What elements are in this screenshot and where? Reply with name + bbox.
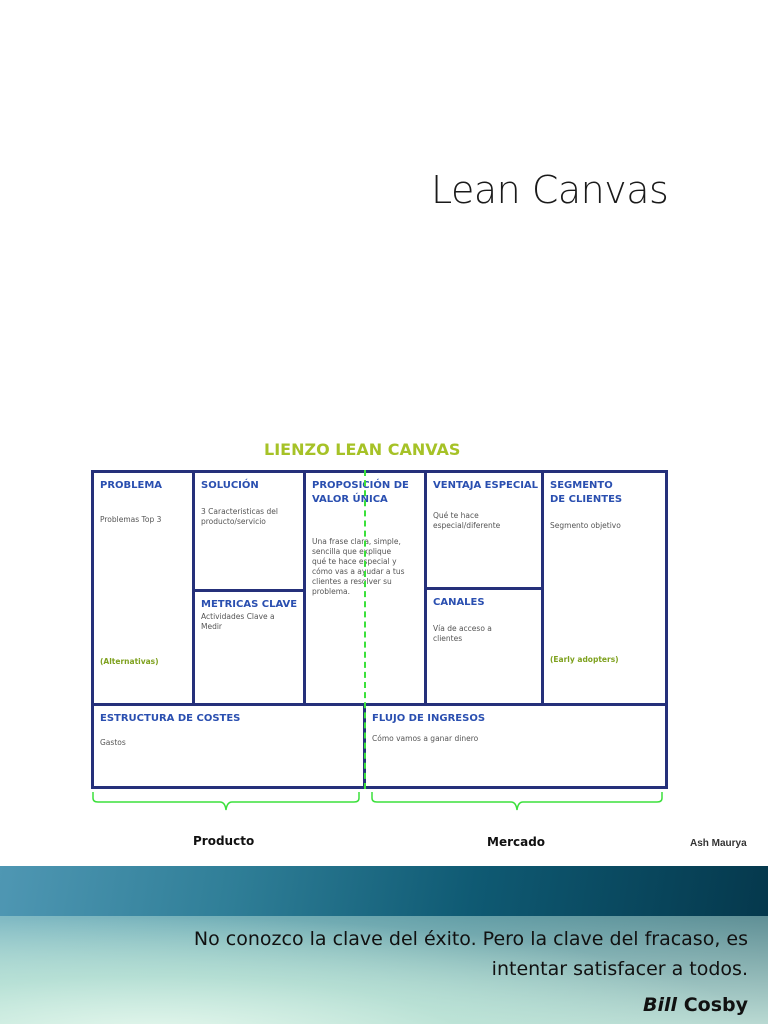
ventaja-text-2: especial/diferente: [433, 521, 501, 530]
cell-problema: PROBLEMA Problemas Top 3 (Alternativas): [91, 470, 195, 706]
solucion-text-1: 3 Caracteristicas del: [201, 507, 278, 516]
cell-solucion: SOLUCIÓN 3 Caracteristicas del producto/…: [192, 470, 306, 592]
propuesta-text-6: problema.: [312, 587, 351, 596]
lean-canvas: PROBLEMA Problemas Top 3 (Alternativas) …: [91, 470, 668, 789]
problema-text: Problemas Top 3: [100, 515, 162, 524]
segmento-note: (Early adopters): [550, 655, 619, 664]
propuesta-text-2: sencilla que explique: [312, 547, 392, 556]
cell-ventaja: VENTAJA ESPECIAL Qué te hace especial/di…: [424, 470, 544, 590]
problema-note: (Alternativas): [100, 657, 159, 666]
canales-text-1: Vía de acceso a: [433, 624, 492, 633]
problema-title: PROBLEMA: [100, 480, 163, 491]
metricas-text-1: Actividades Clave a: [201, 612, 275, 621]
propuesta-text-1: Una frase clara, simple,: [312, 537, 401, 546]
quote-text: No conozco la clave del éxito. Pero la c…: [48, 924, 748, 984]
quote-line-2: intentar satisfacer a todos.: [491, 958, 748, 980]
quote-author-first: Bill: [643, 994, 678, 1016]
ingresos-title: FLUJO DE INGRESOS: [372, 713, 486, 724]
propuesta-text-3: qué te hace especial y: [312, 557, 397, 566]
ingresos-text: Cómo vamos a ganar dinero: [372, 734, 479, 743]
canvas-heading: LIENZO LEAN CANVAS: [264, 440, 461, 459]
propuesta-text-4: cómo vas a ayudar a tus: [312, 567, 405, 576]
mercado-brace: [371, 792, 663, 812]
solucion-text-2: producto/servicio: [201, 517, 266, 526]
propuesta-title-2: VALOR ÚNICA: [312, 494, 388, 505]
footer-banner: [0, 866, 768, 1024]
canvas-author: Ash Maurya: [690, 838, 747, 849]
canales-text-2: clientes: [433, 634, 463, 643]
costes-title: ESTRUCTURA DE COSTES: [100, 713, 241, 724]
mercado-label: Mercado: [487, 835, 546, 849]
cell-segmento: SEGMENTO DE CLIENTES Segmento objetivo (…: [541, 470, 668, 706]
cell-canales: CANALES Vía de acceso a clientes: [424, 587, 544, 706]
ventaja-title: VENTAJA ESPECIAL: [433, 480, 539, 491]
quote-line-1: No conozco la clave del éxito. Pero la c…: [193, 928, 748, 950]
quote-author: Bill Cosby: [643, 994, 748, 1016]
cell-metricas: METRICAS CLAVE Actividades Clave a Medir: [192, 589, 306, 706]
producto-brace: [92, 792, 360, 812]
metricas-text-2: Medir: [201, 622, 223, 631]
segmento-text: Segmento objetivo: [550, 521, 621, 530]
metricas-title: METRICAS CLAVE: [201, 599, 298, 610]
producto-label: Producto: [193, 834, 255, 848]
costes-text: Gastos: [100, 738, 126, 747]
segmento-title-2: DE CLIENTES: [550, 494, 623, 505]
ventaja-text-1: Qué te hace: [433, 511, 479, 520]
canales-title: CANALES: [433, 597, 485, 608]
producto-mercado-divider: [364, 470, 366, 789]
solucion-title: SOLUCIÓN: [201, 480, 259, 491]
segmento-title-1: SEGMENTO: [550, 480, 613, 491]
quote-author-last: Cosby: [677, 994, 748, 1016]
propuesta-title-1: PROPOSICIÓN DE: [312, 480, 409, 491]
propuesta-text-5: clientes a resolver su: [312, 577, 392, 586]
cell-costes: ESTRUCTURA DE COSTES Gastos: [91, 703, 366, 789]
cell-ingresos: FLUJO DE INGRESOS Cómo vamos a ganar din…: [363, 703, 668, 789]
footer-glow: [0, 916, 768, 1024]
slide-title: Lean Canvas: [431, 168, 669, 212]
